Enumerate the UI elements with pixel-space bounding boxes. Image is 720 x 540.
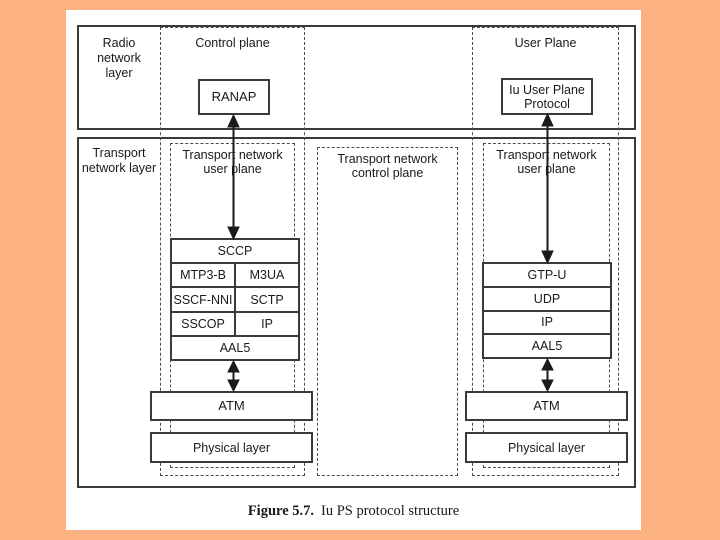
control-plane-region: Control plane [160, 27, 305, 476]
physical-layer-label-right: Physical layer [507, 440, 586, 455]
atm-box-right: ATM [465, 391, 628, 421]
physical-layer-label-left: Physical layer [192, 440, 271, 455]
stack-row-sscfnni-sctp: SSCF-NNI SCTP [172, 286, 298, 311]
transport-network-control-plane-region: Transport network control plane [317, 147, 458, 476]
atm-label-left: ATM [218, 398, 245, 413]
figure-caption: Figure 5.7. Iu PS protocol structure [66, 503, 641, 520]
stack-row-sscop-ip: SSCOP IP [172, 310, 298, 335]
ip-box-left: IP [234, 312, 298, 335]
user-plane-label: User Plane [514, 36, 577, 50]
ranap-label: RANAP [211, 89, 257, 104]
left-protocol-stack: SCCP MTP3-B M3UA SSCF-NNI SCTP SSCOP IP … [170, 238, 300, 361]
stack-row-sccp: SCCP [172, 240, 298, 262]
stack-row-mtp3b-m3ua: MTP3-B M3UA [172, 262, 298, 287]
stack-row-udp: UDP [484, 285, 610, 310]
stack-row-aal5-left: AAL5 [172, 334, 298, 359]
stack-row-gtpu: GTP-U [484, 264, 610, 286]
transport-network-layer-band [77, 137, 636, 488]
m3ua-box: M3UA [234, 264, 298, 287]
transport-network-user-plane-label-right: Transport network user plane [496, 148, 597, 176]
right-protocol-stack: GTP-U UDP IP AAL5 [482, 262, 612, 359]
atm-box-left: ATM [150, 391, 313, 421]
mtp3b-box: MTP3-B [180, 268, 226, 283]
iu-user-plane-protocol-box: Iu User Plane Protocol [501, 78, 593, 115]
atm-label-right: ATM [533, 398, 560, 413]
ip-box-right: IP [541, 315, 553, 330]
figure-caption-text: Iu PS protocol structure [321, 503, 460, 519]
stack-row-ip-right: IP [484, 309, 610, 334]
transport-network-control-plane-label: Transport network control plane [337, 152, 438, 180]
transport-network-layer-label: Transport network layer [81, 146, 157, 175]
radio-network-layer-label: Radio network layer [97, 36, 141, 80]
user-plane-region: User Plane [472, 27, 619, 476]
physical-layer-box-left: Physical layer [150, 432, 313, 463]
udp-box: UDP [533, 291, 561, 306]
sscop-box: SSCOP [181, 316, 225, 331]
sccp-box: SCCP [217, 244, 253, 259]
stack-row-aal5-right: AAL5 [484, 333, 610, 357]
sctp-box: SCTP [234, 288, 298, 311]
iu-user-plane-protocol-label: Iu User Plane Protocol [509, 82, 585, 111]
transport-network-user-plane-label-left: Transport network user plane [182, 148, 283, 176]
aal5-box-right: AAL5 [531, 339, 563, 354]
figure-caption-number: Figure 5.7. [247, 503, 315, 519]
sscf-nni-box: SSCF-NNI [173, 292, 233, 307]
physical-layer-box-right: Physical layer [465, 432, 628, 463]
gtp-u-box: GTP-U [527, 267, 567, 282]
ranap-box: RANAP [198, 79, 270, 115]
control-plane-label: Control plane [195, 36, 270, 50]
aal5-box-left: AAL5 [219, 340, 251, 355]
radio-network-layer-band [77, 25, 636, 130]
